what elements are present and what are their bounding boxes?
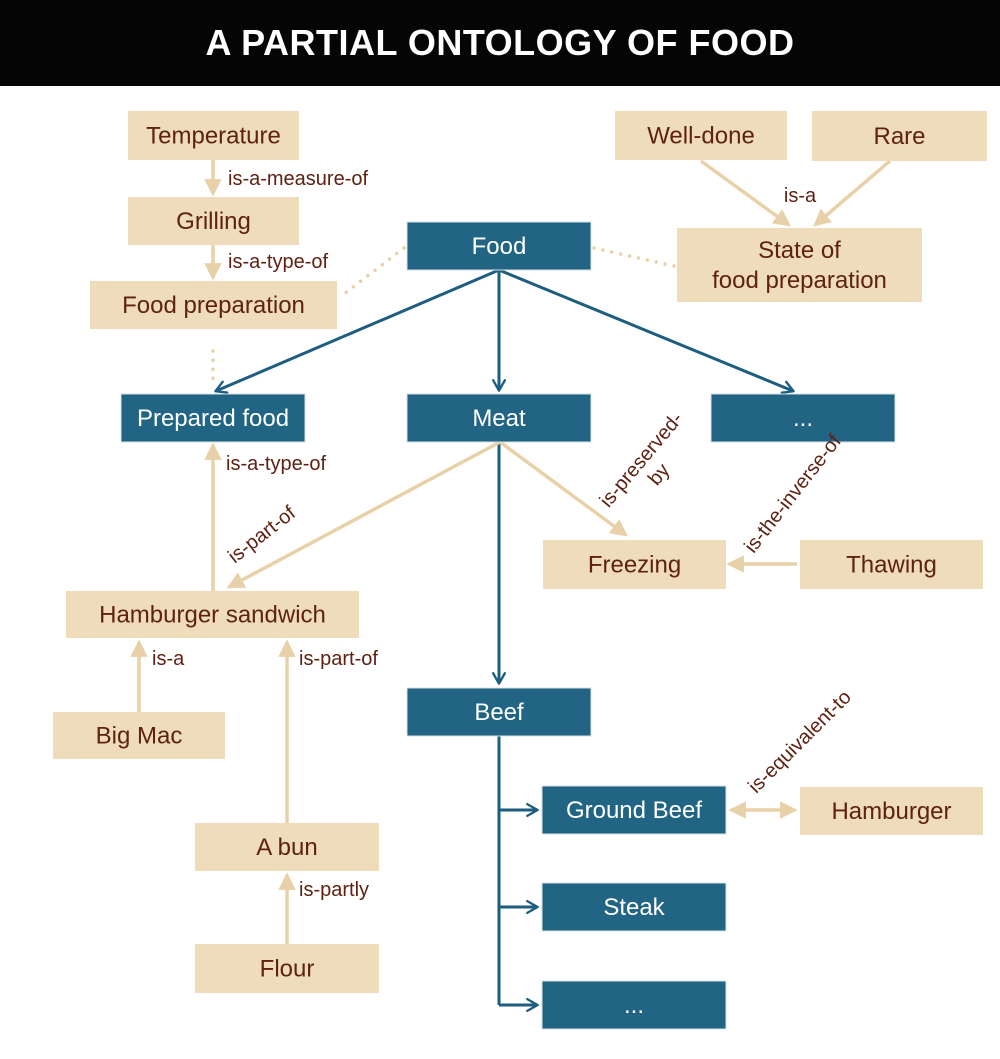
big-mac-box bbox=[53, 712, 225, 759]
steak-label: Steak bbox=[603, 894, 665, 921]
hamburger-label: Hamburger bbox=[831, 798, 951, 825]
flour-label: Flour bbox=[260, 955, 315, 982]
edge-food-to-more bbox=[498, 268, 795, 394]
node-ground-beef: Ground Beef bbox=[541, 785, 727, 835]
food-preparation-label: Food preparation bbox=[122, 292, 305, 319]
well-done-box bbox=[615, 111, 787, 160]
ground-beef-box bbox=[541, 785, 727, 835]
edge-label-is-partly: is-partly bbox=[299, 879, 369, 901]
node-a-bun: A bun bbox=[195, 823, 379, 871]
edge-well-done-to-state bbox=[699, 159, 792, 227]
beef-box bbox=[406, 687, 592, 737]
grilling-box bbox=[128, 197, 299, 245]
node-freezing: Freezing bbox=[543, 540, 726, 589]
node-flour: Flour bbox=[195, 944, 379, 993]
node-food-preparation: Food preparation bbox=[90, 281, 337, 329]
node-hamburger-sandwich: Hamburger sandwich bbox=[66, 591, 359, 638]
edge-label-is-part-of-a-bun: is-part-of bbox=[299, 648, 378, 670]
steak-box bbox=[541, 882, 727, 932]
node-more-beef: ... bbox=[541, 980, 727, 1030]
node-hamburger: Hamburger bbox=[800, 787, 983, 835]
food-box bbox=[406, 221, 592, 271]
freezing-box bbox=[543, 540, 726, 589]
node-big-mac: Big Mac bbox=[53, 712, 225, 759]
edge-label-is-the-inverse-of: is-the-inverse-of bbox=[740, 430, 846, 557]
edge-food-state-dotted bbox=[592, 246, 676, 268]
edge-rare-to-state bbox=[813, 159, 892, 227]
temperature-box bbox=[128, 111, 299, 160]
ground-beef-label: Ground Beef bbox=[566, 797, 702, 824]
edge-food-food-preparation-dotted bbox=[338, 246, 406, 299]
hamburger-sandwich-box bbox=[66, 591, 359, 638]
node-thawing: Thawing bbox=[800, 540, 983, 589]
edge-food-to-prepared-food bbox=[214, 268, 500, 394]
hamburger-box bbox=[800, 787, 983, 835]
more-beef-box bbox=[541, 980, 727, 1030]
hamburger-sandwich-label: Hamburger sandwich bbox=[99, 601, 326, 628]
food-preparation-box bbox=[90, 281, 337, 329]
prepared-food-box bbox=[120, 393, 306, 443]
node-beef: Beef bbox=[406, 687, 592, 737]
more-beef-label: ... bbox=[624, 992, 644, 1019]
node-well-done: Well-done bbox=[615, 111, 787, 160]
meat-box bbox=[406, 393, 592, 443]
node-temperature: Temperature bbox=[128, 111, 299, 160]
thawing-box bbox=[800, 540, 983, 589]
rare-box bbox=[812, 111, 987, 161]
flour-box bbox=[195, 944, 379, 993]
big-mac-label: Big Mac bbox=[96, 722, 183, 749]
prepared-food-label: Prepared food bbox=[137, 405, 289, 432]
edge-label-is-a-state: is-a bbox=[784, 185, 817, 207]
node-steak: Steak bbox=[541, 882, 727, 932]
rare-label: Rare bbox=[873, 123, 925, 150]
node-meat: Meat bbox=[406, 393, 592, 443]
edge-label-is-a-type-of-prepared-food: is-a-type-of bbox=[226, 453, 326, 475]
edge-label-is-preserved-by: is-preserved-by bbox=[596, 408, 705, 526]
a-bun-label: A bun bbox=[256, 834, 317, 861]
beef-label: Beef bbox=[474, 699, 524, 726]
edge-label-is-a-big-mac: is-a bbox=[152, 648, 185, 670]
food-label: Food bbox=[472, 233, 527, 260]
node-food: Food bbox=[406, 221, 592, 271]
freezing-label: Freezing bbox=[588, 551, 681, 578]
edge-label-is-equivalent-to: is-equivalent-to bbox=[744, 686, 855, 797]
more-food-label: ... bbox=[793, 405, 813, 432]
node-more-food: ... bbox=[710, 393, 896, 443]
a-bun-box bbox=[195, 823, 379, 871]
edge-label-is-part-of-meat: is-part-of bbox=[224, 502, 300, 568]
title-bar: A PARTIAL ONTOLOGY OF FOOD bbox=[0, 0, 1000, 86]
node-rare: Rare bbox=[812, 111, 987, 161]
node-prepared-food: Prepared food bbox=[120, 393, 306, 443]
well-done-label: Well-done bbox=[647, 122, 755, 149]
edge-meat-to-hamburger-sandwich bbox=[226, 440, 501, 589]
more-food-box bbox=[710, 393, 896, 443]
node-grilling: Grilling bbox=[128, 197, 299, 245]
temperature-label: Temperature bbox=[146, 122, 281, 149]
thawing-label: Thawing bbox=[846, 551, 937, 578]
edge-meat-to-freezing bbox=[498, 440, 629, 537]
page-title: A PARTIAL ONTOLOGY OF FOOD bbox=[205, 22, 795, 63]
grilling-label: Grilling bbox=[176, 208, 251, 235]
edge-label-is-a-type-of-grilling: is-a-type-of bbox=[228, 251, 328, 273]
state-of-food-preparation-box bbox=[677, 228, 922, 302]
edge-label-is-a-measure-of: is-a-measure-of bbox=[228, 168, 368, 190]
meat-label: Meat bbox=[472, 405, 526, 432]
